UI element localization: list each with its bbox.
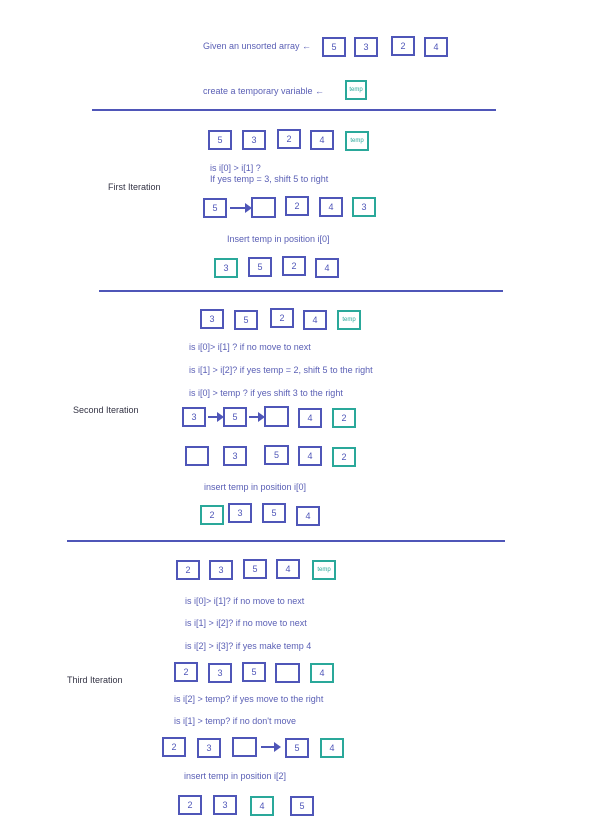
array-cell: 2 <box>178 795 202 815</box>
array-cell: 4 <box>424 37 448 57</box>
step-text: is i[1] > i[2]? if yes temp = 2, shift 5… <box>189 365 373 375</box>
array-cell: 4 <box>298 446 322 466</box>
array-cell: 5 <box>242 662 266 682</box>
array-cell: 2 <box>285 196 309 216</box>
temp-cell: temp <box>345 131 369 151</box>
step-text: is i[0]> i[1]? if no move to next <box>185 596 305 606</box>
insert-step-text: insert temp in position i[2] <box>184 771 287 781</box>
array-cell: 2 <box>162 737 186 757</box>
array-cell: 4 <box>310 130 334 150</box>
array-cell: 4 <box>276 559 300 579</box>
array-cell: 5 <box>223 407 247 427</box>
array-cell-empty <box>264 406 289 427</box>
temp-cell: temp <box>312 560 336 580</box>
array-cell-empty <box>185 446 209 466</box>
array-cell: 2 <box>174 662 198 682</box>
step-text: is i[0]> i[1] ? if no move to next <box>189 342 311 352</box>
temp-cell: 3 <box>352 197 376 217</box>
step-text: is i[0] > temp ? if yes shift 3 to the r… <box>189 388 343 398</box>
array-cell: 3 <box>242 130 266 150</box>
step-text: is i[1] > temp? if no don't move <box>174 716 297 726</box>
array-cell: 3 <box>208 663 232 683</box>
array-cell-empty <box>232 737 257 757</box>
array-cell: 3 <box>200 309 224 329</box>
array-cell: 4 <box>319 197 343 217</box>
first-iteration-label: First Iteration <box>108 182 161 192</box>
array-cell: 2 <box>200 505 224 525</box>
array-cell-empty <box>251 197 276 218</box>
right-arrow-icon <box>208 412 224 422</box>
array-cell: 5 <box>248 257 272 277</box>
insert-step-text: insert temp in position i[0] <box>204 482 307 492</box>
temp-cell: 4 <box>310 663 334 683</box>
array-cell: 5 <box>234 310 258 330</box>
array-cell: 4 <box>298 408 322 428</box>
array-cell: 2 <box>277 129 301 149</box>
array-cell: 5 <box>243 559 267 579</box>
section-divider <box>99 290 503 292</box>
third-iteration-label: Third Iteration <box>67 675 123 685</box>
temp-cell: 2 <box>332 408 356 428</box>
array-cell: 2 <box>176 560 200 580</box>
temp-cell: temp <box>345 80 367 100</box>
array-cell: 3 <box>354 37 378 57</box>
temp-cell: 4 <box>320 738 344 758</box>
array-cell: 2 <box>282 256 306 276</box>
step-text: If yes temp = 3, shift 5 to right <box>210 174 329 184</box>
array-cell: 3 <box>228 503 252 523</box>
array-cell: 5 <box>203 198 227 218</box>
array-cell: 5 <box>290 796 314 816</box>
array-cell: 5 <box>285 738 309 758</box>
array-cell: 4 <box>303 310 327 330</box>
array-cell: 5 <box>262 503 286 523</box>
section-divider <box>92 109 496 111</box>
array-cell: 4 <box>296 506 320 526</box>
temp-variable-text: create a temporary variable ← <box>203 86 325 96</box>
temp-cell: 2 <box>332 447 356 467</box>
right-arrow-icon <box>261 742 281 752</box>
array-cell: 3 <box>197 738 221 758</box>
array-cell: 3 <box>209 560 233 580</box>
step-text: is i[2] > i[3]? if yes make temp 4 <box>185 641 312 651</box>
array-cell: 5 <box>264 445 289 465</box>
array-cell: 4 <box>250 796 274 816</box>
given-array-text: Given an unsorted array ← <box>203 41 312 51</box>
array-cell: 2 <box>270 308 294 328</box>
array-cell: 3 <box>214 258 238 278</box>
array-cell: 2 <box>391 36 415 56</box>
right-arrow-icon <box>249 412 265 422</box>
array-cell: 3 <box>213 795 237 815</box>
array-cell: 3 <box>223 446 247 466</box>
step-text: is i[1] > i[2]? if no move to next <box>185 618 307 628</box>
section-divider <box>67 540 505 542</box>
insert-step-text: Insert temp in position i[0] <box>227 234 330 244</box>
right-arrow-icon <box>230 203 252 213</box>
array-cell: 5 <box>322 37 346 57</box>
array-cell: 3 <box>182 407 206 427</box>
array-cell: 5 <box>208 130 232 150</box>
second-iteration-label: Second Iteration <box>73 405 139 415</box>
step-text: is i[2] > temp? if yes move to the right <box>174 694 324 704</box>
array-cell-empty <box>275 663 300 683</box>
temp-cell: temp <box>337 310 361 330</box>
step-text: is i[0] > i[1] ? <box>210 163 261 173</box>
array-cell: 4 <box>315 258 339 278</box>
